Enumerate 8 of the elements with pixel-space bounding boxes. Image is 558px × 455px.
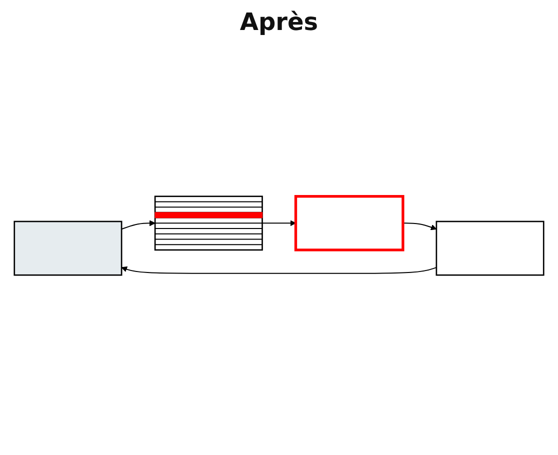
arrow (402, 222, 437, 230)
node-box (14, 221, 122, 276)
node-box (436, 221, 544, 276)
node-box (294, 195, 404, 252)
arrow (121, 266, 437, 274)
arrow (262, 220, 296, 226)
title: Après (238, 8, 320, 36)
arrow (121, 220, 156, 230)
